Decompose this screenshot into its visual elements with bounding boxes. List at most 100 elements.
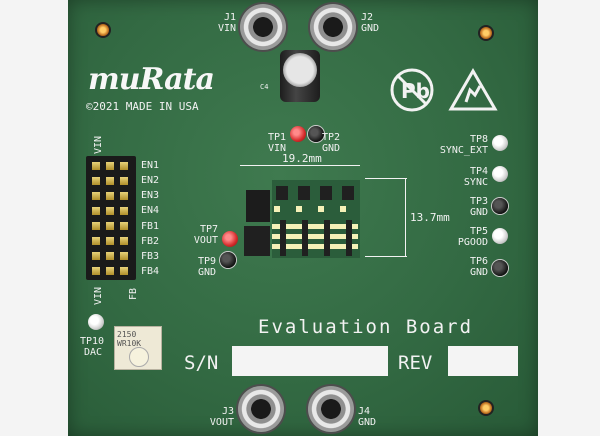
tp2-net: GND [322, 143, 341, 154]
connector-j4-name: J4 [358, 406, 371, 417]
test-point-tp10[interactable] [88, 314, 104, 330]
header-row-fb1: FB1 [141, 221, 160, 232]
connector-j2-name: J2 [361, 12, 374, 23]
header-row-en2: EN2 [141, 175, 160, 186]
header-pin [106, 252, 114, 260]
tp6-net: GND [469, 267, 488, 278]
test-point-tp2[interactable] [308, 126, 324, 142]
header-pin [120, 207, 128, 215]
connector-j2-net: GND [361, 23, 380, 34]
connector-j3-net: VOUT [209, 417, 234, 428]
tp6-name: TP6 [469, 256, 488, 267]
header-pin [92, 162, 100, 170]
pot-label-line2: WR10K [117, 339, 142, 348]
corner-led-bottom-right [480, 402, 492, 414]
tp3-net: GND [469, 207, 488, 218]
header-row-en4: EN4 [141, 205, 160, 216]
power-module-ic [246, 190, 270, 222]
copyright-text: ©2021 MADE IN USA [86, 100, 199, 113]
tp7-net: VOUT [193, 235, 218, 246]
header-pin [106, 207, 114, 215]
jumper-header[interactable] [86, 156, 136, 280]
tp1-net: VIN [267, 143, 286, 154]
connector-j1-net: VIN [217, 23, 236, 34]
tp1-name: TP1 [267, 132, 286, 143]
header-pin [120, 177, 128, 185]
header-bottom-left-label: VIN [93, 286, 104, 305]
electrolytic-capacitor [280, 50, 320, 102]
width-dimension-line [240, 165, 360, 166]
tp4-net: SYNC [463, 177, 488, 188]
dac-potentiometer[interactable]: 2150 WR10K [114, 326, 162, 370]
tp2-name: TP2 [322, 132, 341, 143]
header-top-label: VIN [93, 135, 104, 154]
header-pin [92, 207, 100, 215]
height-dimension-cap-top [365, 178, 407, 179]
connector-j3-name: J3 [221, 406, 234, 417]
header-pin [92, 237, 100, 245]
test-point-tp8[interactable] [492, 135, 508, 151]
component-array [272, 180, 360, 258]
header-pin [120, 267, 128, 275]
header-pin [106, 222, 114, 230]
header-row-fb2: FB2 [141, 236, 160, 247]
tp3-name: TP3 [469, 196, 488, 207]
header-pin [120, 162, 128, 170]
connector-j1-name: J1 [223, 12, 236, 23]
header-pin [120, 222, 128, 230]
height-dimension-cap-bottom [365, 256, 407, 257]
header-pin [120, 192, 128, 200]
height-dimension-line [405, 178, 406, 256]
pot-label-line1: 2150 [117, 330, 137, 339]
connector-j3[interactable] [238, 386, 284, 432]
corner-led-top-right [480, 27, 492, 39]
test-point-tp7[interactable] [222, 231, 238, 247]
serial-number-field[interactable] [232, 346, 388, 376]
header-pin [120, 252, 128, 260]
tp8-net: SYNC_EXT [439, 145, 488, 156]
corner-led-top-left [97, 24, 109, 36]
width-dimension: 19.2mm [282, 152, 322, 165]
test-point-tp5[interactable] [492, 228, 508, 244]
header-pin [120, 237, 128, 245]
connector-j4[interactable] [308, 386, 354, 432]
tp8-name: TP8 [469, 134, 488, 145]
header-row-en1: EN1 [141, 160, 160, 171]
connector-j4-net: GND [358, 417, 377, 428]
pot-knob[interactable] [129, 347, 149, 367]
test-point-tp6[interactable] [492, 260, 508, 276]
header-pin [92, 267, 100, 275]
board-title: Evaluation Board [258, 316, 474, 338]
capacitor-label: C4 [260, 83, 269, 91]
header-row-en3: EN3 [141, 190, 160, 201]
test-point-tp4[interactable] [492, 166, 508, 182]
tp10-net: DAC [84, 347, 103, 358]
test-point-tp3[interactable] [492, 198, 508, 214]
header-pin [92, 222, 100, 230]
header-pin [106, 237, 114, 245]
header-pin [92, 177, 100, 185]
header-pin [106, 177, 114, 185]
tp4-name: TP4 [469, 166, 488, 177]
height-dimension: 13.7mm [410, 211, 450, 224]
lead-free-icon: Pb [390, 68, 434, 112]
header-pin [92, 192, 100, 200]
header-bottom-right-label: FB [128, 287, 139, 300]
tp9-net: GND [197, 267, 216, 278]
header-pin [106, 162, 114, 170]
header-pin [106, 267, 114, 275]
tp5-name: TP5 [469, 226, 488, 237]
test-point-tp1[interactable] [290, 126, 306, 142]
test-point-tp9[interactable] [220, 252, 236, 268]
revision-label: REV [398, 352, 433, 374]
murata-logo: muRata [88, 62, 215, 97]
esd-warning-icon [448, 68, 498, 111]
connector-j2[interactable] [310, 4, 356, 50]
output-capacitor-bank [244, 226, 270, 256]
connector-j1[interactable] [240, 4, 286, 50]
header-pin [92, 252, 100, 260]
revision-field[interactable] [448, 346, 518, 376]
tp7-name: TP7 [199, 224, 218, 235]
header-row-fb3: FB3 [141, 251, 160, 262]
